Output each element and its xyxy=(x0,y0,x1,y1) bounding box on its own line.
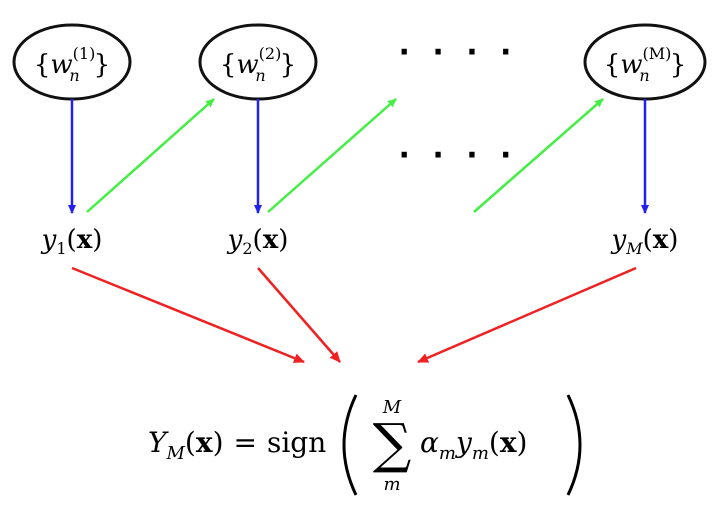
propagate-arrow-m xyxy=(473,98,604,213)
classifier-2-label: y2(x) xyxy=(227,225,289,258)
svg-text:αmym(x): αmym(x) xyxy=(420,426,527,464)
combine-arrow-2 xyxy=(257,267,341,363)
formula-right-paren xyxy=(566,394,582,496)
classifier-m-label: yM(x) xyxy=(611,225,679,258)
ellipsis-middle: · · · · xyxy=(399,138,518,173)
weight-node-2-label: {w(2)n} xyxy=(220,44,296,85)
formula-left-paren xyxy=(342,394,358,496)
formula-sum-upper: M xyxy=(382,397,402,418)
classifier-1-label: y1(x) xyxy=(41,225,103,258)
propagate-arrow-2 xyxy=(267,98,397,213)
weight-node-m-label: {w(M)n} xyxy=(604,44,687,85)
ellipsis-top: · · · · xyxy=(399,35,518,70)
formula-sum-lower: m xyxy=(383,474,400,495)
weight-node-1-label: {w(1)n} xyxy=(34,44,110,85)
formula-sum-sign: ∑ xyxy=(373,412,412,475)
combined-formula: YM(x)=sign ∑ M m αmym(x) xyxy=(148,394,582,496)
svg-text:YM(x)=sign: YM(x)=sign xyxy=(148,426,326,464)
combine-arrow-1 xyxy=(71,266,305,364)
propagate-arrow-1 xyxy=(86,98,215,213)
combine-arrow-m xyxy=(417,266,637,364)
